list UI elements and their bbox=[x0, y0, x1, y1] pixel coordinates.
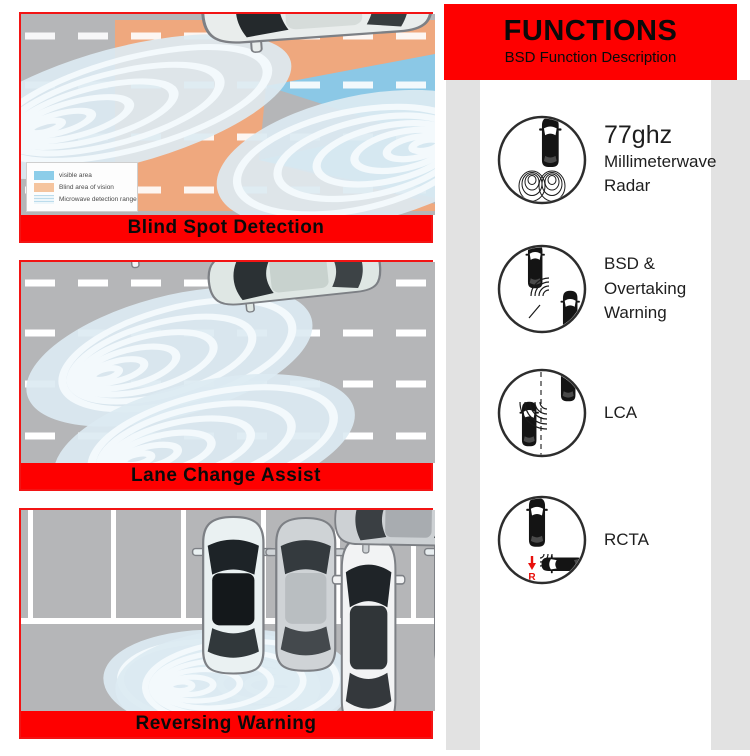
right-gray-strip bbox=[711, 80, 750, 750]
functions-subtitle: BSD Function Description bbox=[504, 49, 677, 66]
panel-reversing-warning: Reversing Warning bbox=[19, 508, 435, 739]
legend-row-microwave-range: Microwave detection range bbox=[34, 195, 137, 204]
panel-blind-spot-detection: visible area Blind area of vision Microw… bbox=[19, 12, 435, 243]
legend-label: Microwave detection range bbox=[59, 196, 137, 203]
feature-label: Millimeterwave Radar bbox=[604, 151, 717, 196]
feature-label: BSD & Overtaking Warning bbox=[604, 254, 687, 323]
bsd-overtaking-icon bbox=[496, 243, 588, 335]
reverse-arrow bbox=[528, 556, 536, 570]
panel-title-reversing-warning: Reversing Warning bbox=[21, 711, 431, 737]
parked-car bbox=[266, 518, 346, 671]
legend-label: visible area bbox=[59, 172, 92, 179]
feature-lane-change-assist: LCA bbox=[480, 367, 711, 459]
feature-77ghz-radar: 77ghz Millimeterwave Radar bbox=[480, 114, 716, 206]
legend-row-blind-area: Blind area of vision bbox=[34, 183, 132, 192]
visible-area-swatch bbox=[34, 171, 54, 180]
rcta-icon: R bbox=[496, 494, 588, 586]
left-gray-strip bbox=[446, 80, 480, 750]
feature-rcta: R RCTA bbox=[480, 494, 711, 586]
feature-bsd-overtaking-warning: BSD & Overtaking Warning bbox=[480, 243, 711, 335]
lane-change-road-illustration bbox=[21, 262, 435, 463]
reversing-parking-illustration bbox=[21, 510, 435, 711]
bsd-legend: visible area Blind area of vision Microw… bbox=[26, 162, 138, 212]
feature-label: LCA bbox=[604, 402, 638, 422]
microwave-range-swatch bbox=[34, 195, 54, 204]
feature-list: 77ghz Millimeterwave Radar bbox=[480, 80, 716, 750]
legend-row-visible-area: visible area bbox=[34, 171, 132, 180]
legend-label: Blind area of vision bbox=[59, 184, 114, 191]
lane-change-road-art bbox=[21, 262, 435, 463]
illustration-column: visible area Blind area of vision Microw… bbox=[19, 12, 435, 756]
feature-headline: 77ghz bbox=[604, 120, 673, 149]
parked-car bbox=[193, 517, 274, 674]
reversing-parking-art bbox=[21, 510, 435, 711]
panel-title-blind-spot-detection: Blind Spot Detection bbox=[21, 215, 431, 241]
feature-label: RCTA bbox=[604, 529, 650, 549]
reverse-marker: R bbox=[528, 572, 536, 583]
millimeterwave-radar-icon bbox=[496, 114, 588, 206]
blind-spot-road-illustration: visible area Blind area of vision Microw… bbox=[21, 14, 435, 215]
functions-header: FUNCTIONS BSD Function Description bbox=[444, 4, 737, 80]
panel-lane-change-assist: Lane Change Assist bbox=[19, 260, 435, 491]
reversing-car bbox=[332, 537, 404, 711]
blind-area-swatch bbox=[34, 183, 54, 192]
functions-title: FUNCTIONS bbox=[503, 15, 678, 47]
panel-title-lane-change-assist: Lane Change Assist bbox=[21, 463, 431, 489]
lca-icon bbox=[496, 367, 588, 459]
